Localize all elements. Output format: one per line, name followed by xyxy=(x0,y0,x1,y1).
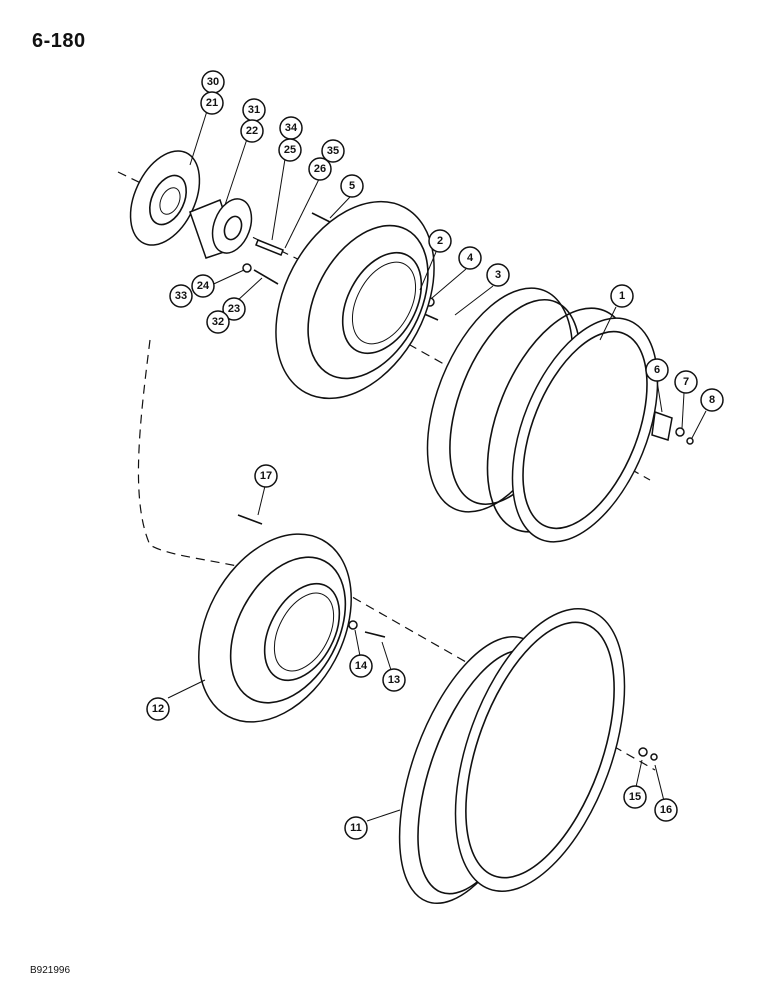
svg-text:30: 30 xyxy=(207,76,219,88)
lower-rim xyxy=(398,608,626,905)
rim-clamp xyxy=(651,410,673,441)
svg-text:22: 22 xyxy=(246,125,258,137)
svg-text:13: 13 xyxy=(388,674,400,686)
svg-text:15: 15 xyxy=(629,791,641,803)
callout-21: 21 xyxy=(200,91,224,115)
callout-34: 34 xyxy=(279,116,303,140)
callout-5: 5 xyxy=(340,174,364,198)
callout-16: 16 xyxy=(654,798,678,822)
callout-12: 12 xyxy=(146,697,170,721)
upper-rim xyxy=(426,287,659,543)
callout-13: 13 xyxy=(382,668,406,692)
svg-text:35: 35 xyxy=(327,145,339,157)
svg-text:34: 34 xyxy=(285,122,298,134)
svg-text:6: 6 xyxy=(654,364,660,376)
callout-8: 8 xyxy=(700,388,724,412)
svg-text:25: 25 xyxy=(284,144,296,156)
callout-22: 22 xyxy=(240,119,264,143)
callout-17: 17 xyxy=(254,464,278,488)
callout-30: 30 xyxy=(201,70,225,94)
callout-24: 24 xyxy=(191,274,215,298)
callout-23: 23 xyxy=(222,297,246,321)
svg-text:1: 1 xyxy=(619,290,625,302)
svg-text:4: 4 xyxy=(467,252,474,264)
callout-6: 6 xyxy=(645,358,669,382)
svg-text:17: 17 xyxy=(260,470,272,482)
callout-bubbles: 30 21 31 22 34 25 35 26 5 2 4 3 1 6 7 8 … xyxy=(146,70,724,840)
svg-text:2: 2 xyxy=(437,235,443,247)
callout-15: 15 xyxy=(623,785,647,809)
callout-3: 3 xyxy=(486,263,510,287)
svg-text:7: 7 xyxy=(683,376,689,388)
svg-text:31: 31 xyxy=(248,104,260,116)
lower-wheel-disc xyxy=(198,533,352,723)
svg-text:24: 24 xyxy=(197,280,210,292)
svg-text:32: 32 xyxy=(212,316,224,328)
svg-text:26: 26 xyxy=(314,163,326,175)
hub xyxy=(189,198,253,259)
callout-4: 4 xyxy=(458,246,482,270)
svg-text:21: 21 xyxy=(206,97,218,109)
callout-11: 11 xyxy=(344,816,368,840)
upper-wheel-disc xyxy=(275,200,435,400)
callout-14: 14 xyxy=(349,654,373,678)
callout-31: 31 xyxy=(242,98,266,122)
callout-7: 7 xyxy=(674,370,698,394)
callout-32: 32 xyxy=(206,310,230,334)
figure-code: B921996 xyxy=(30,965,71,976)
callout-1: 1 xyxy=(610,284,634,308)
svg-text:12: 12 xyxy=(152,703,164,715)
hub-flange xyxy=(129,150,201,246)
svg-text:11: 11 xyxy=(350,822,362,834)
callout-2: 2 xyxy=(428,229,452,253)
svg-text:14: 14 xyxy=(355,660,368,672)
svg-text:33: 33 xyxy=(175,290,187,302)
page-number: 6-180 xyxy=(32,30,86,52)
callout-35: 35 xyxy=(321,139,345,163)
svg-text:3: 3 xyxy=(495,269,501,281)
svg-text:8: 8 xyxy=(709,394,715,406)
callout-25: 25 xyxy=(278,138,302,162)
svg-text:16: 16 xyxy=(660,804,672,816)
callout-33: 33 xyxy=(169,284,193,308)
callout-26: 26 xyxy=(308,157,332,181)
svg-text:5: 5 xyxy=(349,180,355,192)
svg-text:23: 23 xyxy=(228,303,240,315)
